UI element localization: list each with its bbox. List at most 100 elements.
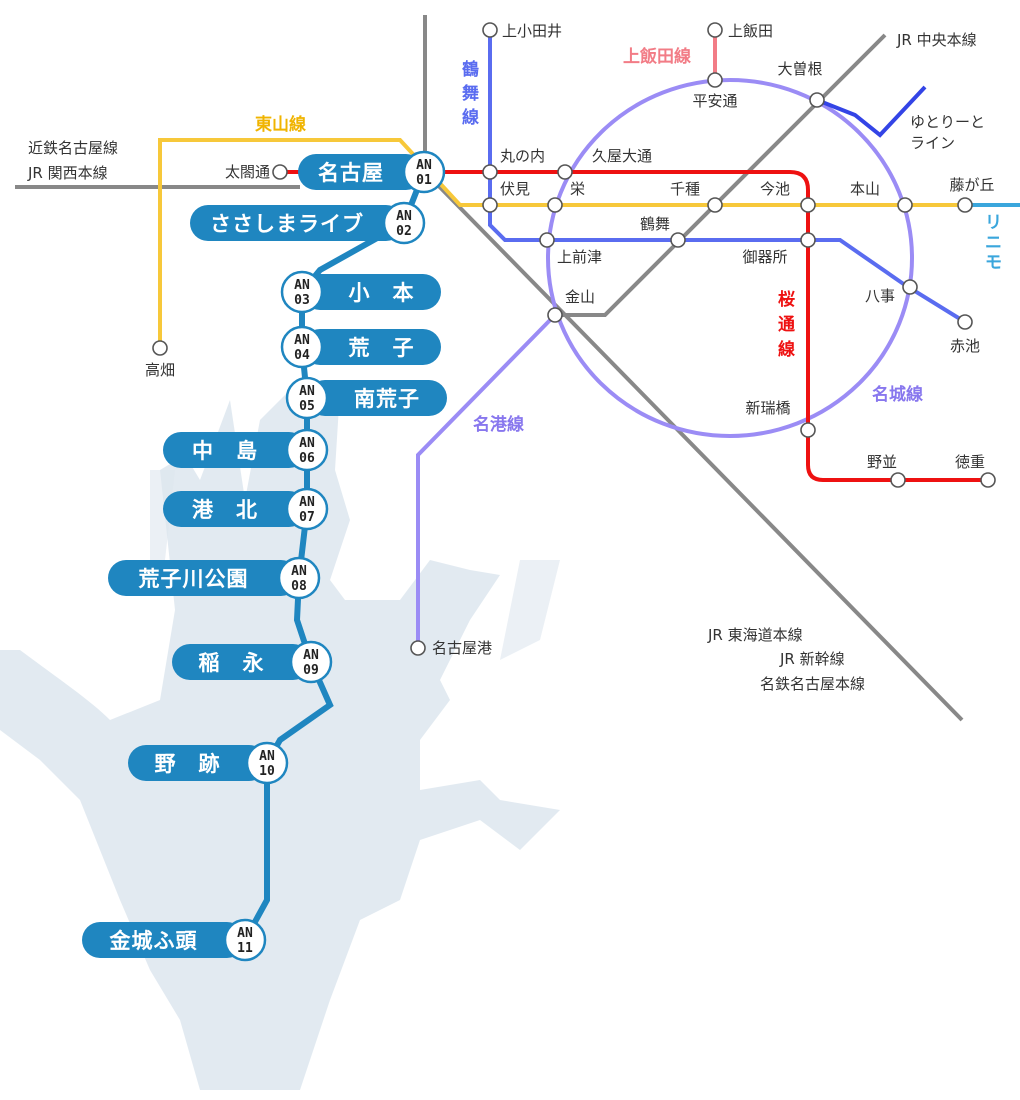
station-code-prefix: AN (299, 495, 315, 510)
station-name-pill (163, 491, 307, 527)
station-name-pill (302, 329, 441, 365)
station-code-badge (285, 376, 329, 420)
station-hisaya-label[interactable]: 久屋大通 (592, 147, 652, 165)
station-akaike-label[interactable]: 赤池 (950, 337, 980, 355)
station-nonami-label[interactable]: 野並 (867, 453, 897, 471)
station-code-badge (285, 428, 329, 472)
label-linimo: リ ニ モ (985, 213, 1002, 273)
station-name: ささしまライブ (210, 212, 364, 236)
station-code-prefix: AN (294, 333, 310, 348)
station-fujigaoka-marker (957, 197, 973, 213)
station-name-pill (128, 745, 267, 781)
label-char: 線 (778, 339, 795, 360)
station-chikusa-label[interactable]: 千種 (670, 180, 700, 198)
station-imaike-label[interactable]: 今池 (760, 180, 790, 198)
station-ozone-marker (809, 92, 825, 108)
station-kamimaezu-label[interactable]: 上前津 (557, 248, 602, 266)
higashiyama-line (158, 138, 965, 348)
label-char: 舞 (462, 83, 479, 104)
label-tsurumai: 鶴 舞 線 (462, 59, 479, 128)
station-sakae-label[interactable]: 栄 (570, 180, 585, 198)
station-akaike-marker (957, 314, 973, 330)
station-aratamabashi-label[interactable]: 新瑞橋 (745, 399, 790, 417)
station-heiando-label[interactable]: 平安通 (692, 92, 737, 110)
station-kanayama-marker (547, 307, 563, 323)
station-marunouchi-label[interactable]: 丸の内 (500, 147, 545, 165)
station-code-prefix: AN (291, 564, 307, 579)
station-code-badge (280, 325, 324, 369)
station-name: 港 北 (192, 498, 258, 522)
station-gokiso-label[interactable]: 御器所 (742, 248, 787, 266)
station-code-number: 06 (299, 451, 315, 466)
label-char: 鶴 (462, 59, 479, 80)
station-code-prefix: AN (303, 648, 319, 663)
station-tokushige-label[interactable]: 徳重 (955, 453, 985, 471)
station-kamiotai-marker (482, 22, 498, 38)
station-code-number: 04 (294, 348, 310, 363)
station-takabata-label[interactable]: 高畑 (145, 361, 175, 379)
station-code-badge (382, 201, 426, 245)
station-name: 小 本 (349, 281, 415, 305)
label-char: 桜 (778, 289, 795, 310)
station-code-number: 08 (291, 579, 307, 594)
station-name-pill (163, 432, 307, 468)
station-name: 稲 永 (199, 651, 265, 675)
station-gokiso-marker (800, 232, 816, 248)
station-code-prefix: AN (299, 384, 315, 399)
station-aratamabashi-marker (800, 422, 816, 438)
station-fushimi-label[interactable]: 伏見 (500, 180, 530, 198)
label-char: モ (985, 253, 1002, 273)
station-fujigaoka-label[interactable]: 藤が丘 (949, 176, 994, 194)
station-code-prefix: AN (299, 436, 315, 451)
station-code-number: 07 (299, 510, 315, 525)
station-name-pill (172, 644, 311, 680)
station-kanayama-label[interactable]: 金山 (565, 288, 595, 306)
station-kamiiida-marker (707, 22, 723, 38)
station-sakae-marker (547, 197, 563, 213)
label-kintetsu: 近鉄名古屋線 (28, 139, 118, 157)
station-code-badge (223, 918, 267, 962)
station-ozone-label[interactable]: 大曽根 (777, 60, 822, 78)
land-background (0, 380, 560, 1090)
station-name: 名古屋 (318, 161, 384, 185)
station-marunouchi-marker (482, 164, 498, 180)
label-jr-kansai: JR 関西本線 (27, 164, 108, 182)
station-code-prefix: AN (396, 209, 412, 224)
label-char: 通 (778, 315, 795, 335)
station-code-badge (280, 270, 324, 314)
label-meitetsu: 名鉄名古屋本線 (760, 675, 865, 693)
station-name: 南荒子 (354, 387, 420, 411)
station-kamiiida-label[interactable]: 上飯田 (728, 22, 773, 40)
station-heiando-marker (707, 72, 723, 88)
label-jr-tokaido: JR 東海道本線 (707, 626, 803, 644)
station-motoyama-marker (897, 197, 913, 213)
station-code-badge (289, 640, 333, 684)
station-motoyama-label[interactable]: 本山 (850, 180, 880, 198)
station-yagoto-label[interactable]: 八事 (865, 287, 895, 305)
station-takabata-marker (152, 340, 168, 356)
station-taikodori-marker (272, 164, 288, 180)
label-char: 線 (462, 107, 479, 128)
jr-lines (15, 15, 964, 722)
station-code-number: 02 (396, 224, 412, 239)
station-tsurumai-label[interactable]: 鶴舞 (640, 215, 670, 233)
station-name-pill (190, 205, 404, 241)
station-nagoyako-label[interactable]: 名古屋港 (432, 639, 492, 657)
label-meijo: 名城線 (872, 384, 923, 405)
station-taikodori-label[interactable]: 太閤通 (225, 163, 270, 181)
station-code-prefix: AN (259, 749, 275, 764)
station-kamiotai-label[interactable]: 上小田井 (502, 22, 562, 40)
